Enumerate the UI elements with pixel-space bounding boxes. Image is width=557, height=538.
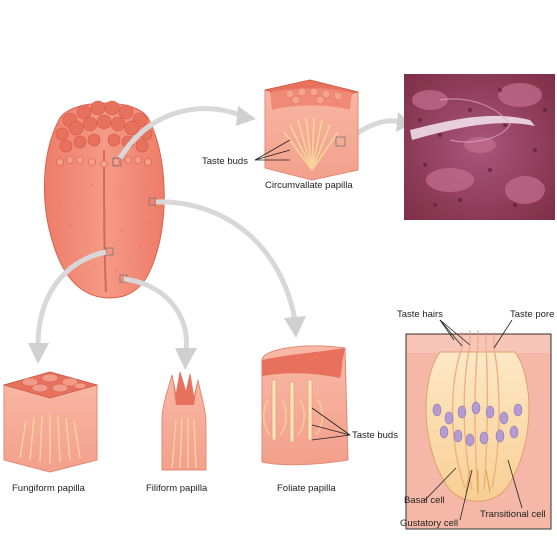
label-taste-hairs: Taste hairs xyxy=(397,309,443,320)
marker-fungiform xyxy=(105,247,114,256)
tongue xyxy=(43,100,165,299)
label-taste-buds-top: Taste buds xyxy=(202,156,248,167)
label-fungiform: Fungiform papilla xyxy=(12,483,85,494)
circumvallate-papilla xyxy=(254,79,359,181)
taste-bud-micrograph xyxy=(404,74,555,220)
label-circumvallate: Circumvallate papilla xyxy=(265,180,353,191)
taste-bud-detail xyxy=(405,319,552,530)
label-taste-pore: Taste pore xyxy=(510,309,555,320)
label-basal-cell: Basal cell xyxy=(404,495,445,506)
filiform-papilla xyxy=(161,371,207,471)
label-transitional-cell: Transitional cell xyxy=(480,509,546,520)
marker-circumvallate xyxy=(112,157,122,167)
label-gustatory-cell: Gustatory cell xyxy=(400,518,459,529)
arrows xyxy=(35,106,401,351)
fungiform-papilla xyxy=(2,371,99,473)
label-filiform: Filiform papilla xyxy=(146,483,208,494)
foliate-papilla xyxy=(261,345,351,466)
label-taste-buds-foliate: Taste buds xyxy=(352,430,398,441)
label-foliate: Foliate papilla xyxy=(277,483,336,494)
